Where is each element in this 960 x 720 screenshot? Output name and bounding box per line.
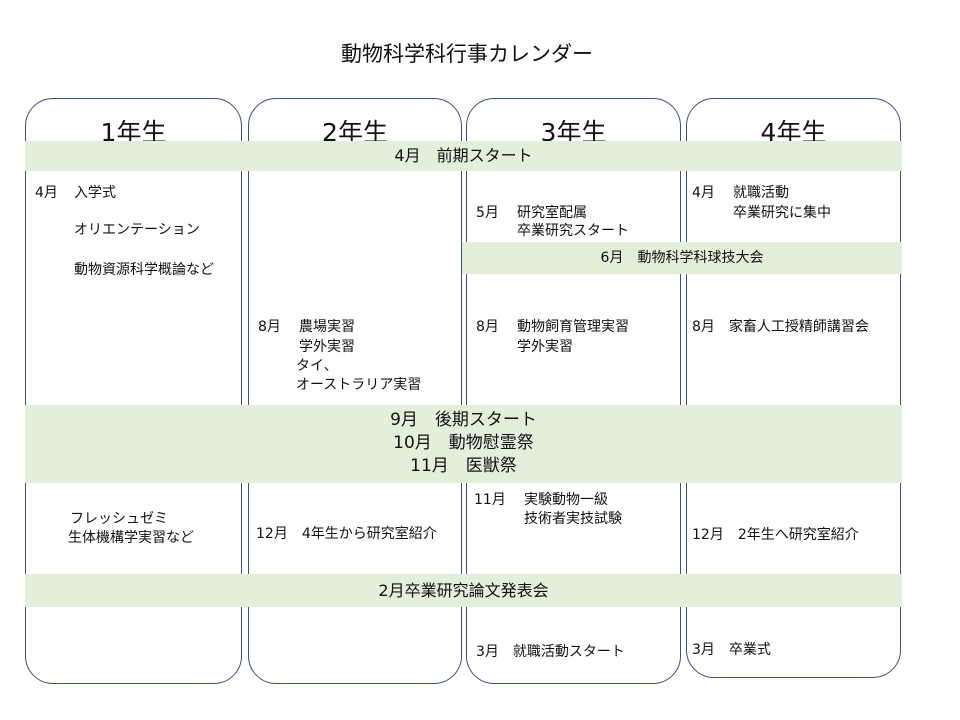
band-april-semester-start: 4月 前期スタート <box>25 141 902 171</box>
y1-april-month: 4月 <box>35 185 58 201</box>
band-june-text: 6月 動物科学科球技大会 <box>600 250 764 266</box>
y2-aug-item-4: オーストラリア実習 <box>296 377 422 393</box>
y1-late-line-2: 生体機構学実習など <box>68 530 194 546</box>
band-autumn-line-2: 10月 動物慰霊祭 <box>393 433 534 453</box>
y3-aug-item-1: 動物飼育管理実習 <box>517 319 629 335</box>
y4-apr-item-2: 卒業研究に集中 <box>733 205 831 221</box>
y1-april-item-3: 動物資源科学概論など <box>74 262 214 278</box>
y2-aug-item-1: 農場実習 <box>299 319 355 335</box>
y2-aug-item-3: タイ、 <box>296 358 338 374</box>
y1-april-item-2: オリエンテーション <box>74 222 200 238</box>
y3-nov-item-2: 技術者実技試験 <box>524 511 622 527</box>
y3-nov-month: 11月 <box>474 492 506 508</box>
band-feb-thesis-presentation: 2月卒業研究論文発表会 <box>25 574 902 607</box>
y3-may-item-1: 研究室配属 <box>517 205 587 221</box>
y3-mar-text: 3月 就職活動スタート <box>476 644 625 660</box>
y2-aug-month: 8月 <box>258 319 281 335</box>
band-autumn-line-3: 11月 医獣祭 <box>410 456 517 476</box>
y3-may-month: 5月 <box>476 205 499 221</box>
y3-nov-item-1: 実験動物一級 <box>524 492 608 508</box>
y4-mar-text: 3月 卒業式 <box>692 642 771 658</box>
y1-late-line-1: フレッシュゼミ <box>70 511 168 527</box>
y4-aug-text: 8月 家畜人工授精師講習会 <box>692 319 869 335</box>
page-title: 動物科学科行事カレンダー <box>341 42 593 66</box>
y4-dec-text: 12月 2年生へ研究室紹介 <box>692 527 859 543</box>
y2-dec-text: 12月 4年生から研究室紹介 <box>256 526 437 542</box>
y1-april-item-1: 入学式 <box>74 185 116 201</box>
band-april-text: 4月 前期スタート <box>394 146 533 165</box>
y3-aug-month: 8月 <box>476 319 499 335</box>
band-feb-text: 2月卒業研究論文発表会 <box>378 581 549 600</box>
band-autumn-events: 9月 後期スタート 10月 動物慰霊祭 11月 医獣祭 <box>25 405 902 483</box>
band-june-sports-day: 6月 動物科学科球技大会 <box>462 242 902 274</box>
y3-may-item-2: 卒業研究スタート <box>517 223 629 239</box>
y4-apr-month: 4月 <box>692 185 715 201</box>
band-autumn-line-1: 9月 後期スタート <box>390 410 537 430</box>
y3-aug-item-2: 学外実習 <box>517 339 573 355</box>
y4-apr-item-1: 就職活動 <box>733 185 789 201</box>
y2-aug-item-2: 学外実習 <box>299 339 355 355</box>
